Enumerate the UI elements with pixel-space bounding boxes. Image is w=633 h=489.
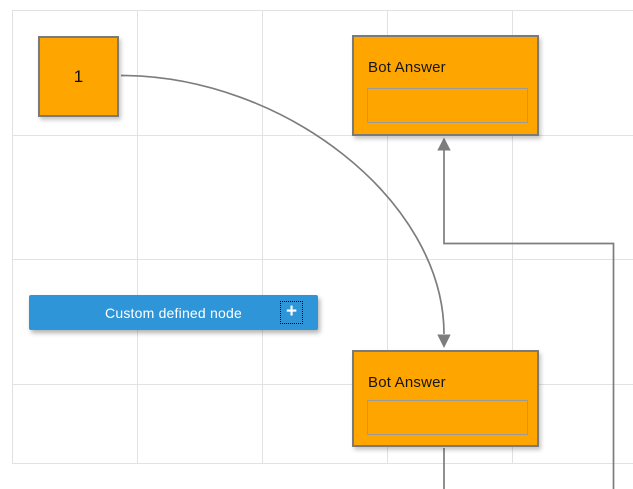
node-title: Bot Answer <box>368 59 446 76</box>
bezier-connector-path[interactable] <box>120 74 445 335</box>
add-node-button[interactable]: + <box>280 301 303 324</box>
answer-input[interactable] <box>367 88 528 123</box>
answer-input[interactable] <box>367 400 528 435</box>
orthogonal-connector-path[interactable] <box>443 150 615 489</box>
arrow-down-icon <box>437 334 451 348</box>
node-1[interactable]: 1 <box>38 36 119 117</box>
orthogonal-connector[interactable] <box>437 137 615 489</box>
bot-answer-node-bottom[interactable]: Bot Answer <box>352 350 539 447</box>
node-1-label: 1 <box>73 66 84 86</box>
node-title: Bot Answer <box>368 374 446 391</box>
bezier-connector[interactable] <box>120 74 451 349</box>
custom-node-label: Custom defined node <box>105 304 242 321</box>
bot-answer-node-top[interactable]: Bot Answer <box>352 35 539 136</box>
plus-icon: + <box>285 301 298 322</box>
arrow-up-icon <box>437 137 451 151</box>
custom-defined-node[interactable]: Custom defined node + <box>29 295 318 330</box>
